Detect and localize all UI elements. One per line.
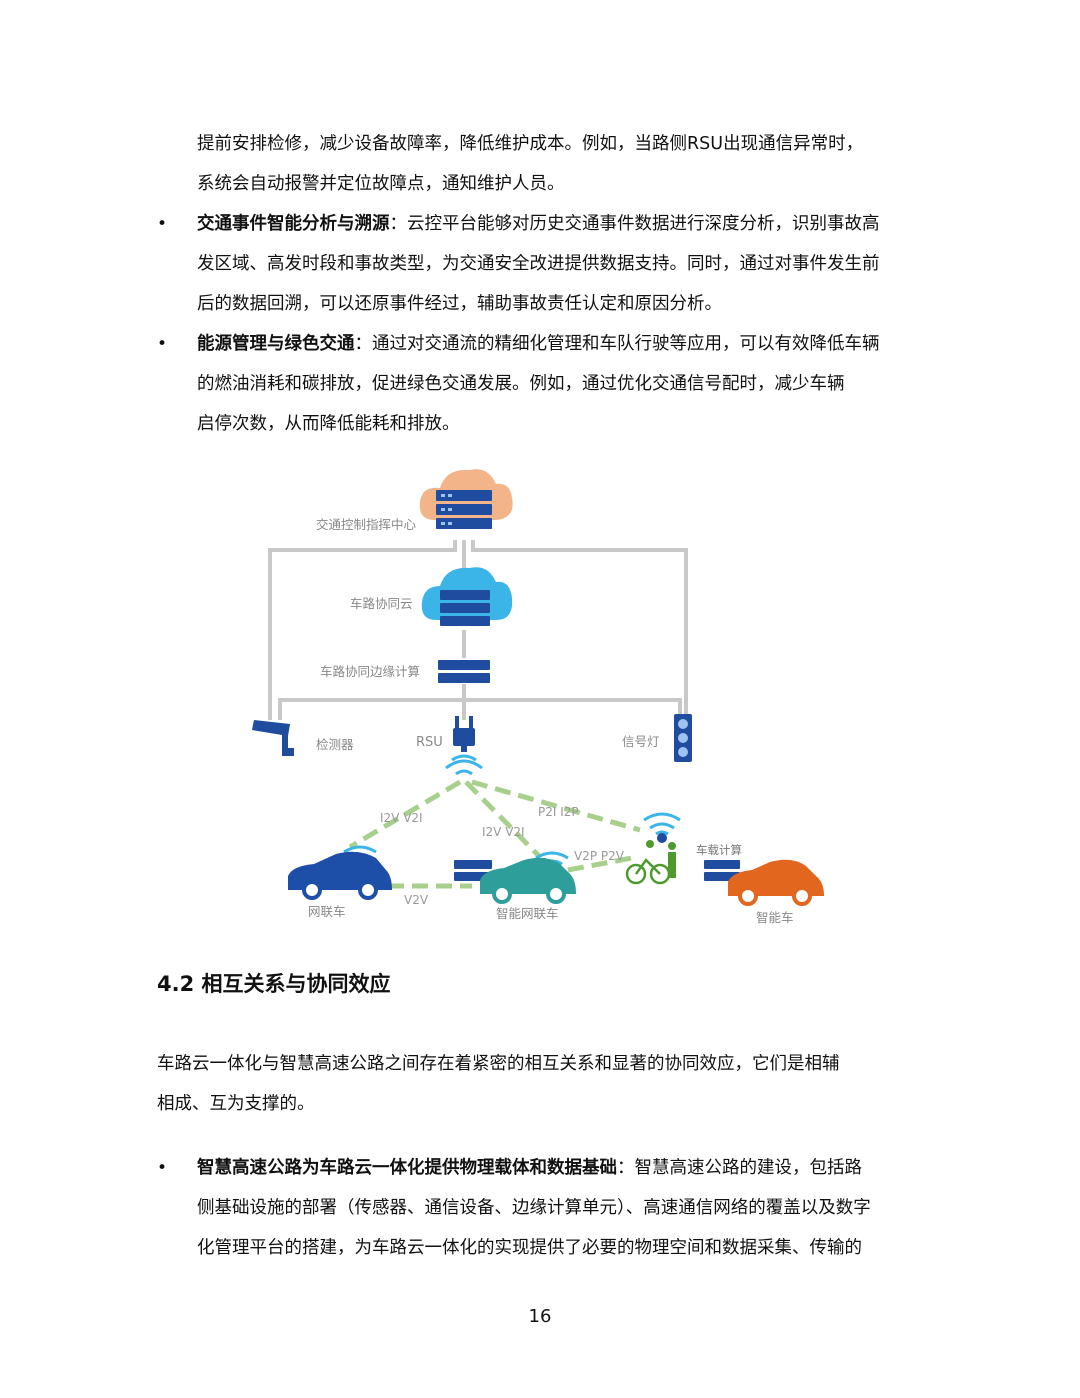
wifi-icon <box>643 812 681 836</box>
wire-bus <box>278 698 682 720</box>
label-signal: 信号灯 <box>622 734 660 749</box>
camera-icon <box>252 720 294 756</box>
bullet-1-text: 云控平台能够对历史交通事件数据进行深度分析，识别事故高 <box>407 214 880 234</box>
label-onboard: 车载计算 <box>696 843 742 857</box>
server-stack-icon <box>438 660 490 683</box>
v2x-links <box>348 779 641 889</box>
bullet-1-line-1: 交通事件智能分析与溯源：云控平台能够对历史交通事件数据进行深度分析，识别事故高 <box>197 204 925 244</box>
bullet-1-title: 交通事件智能分析与溯源 <box>197 214 390 234</box>
label-car-right: 智能车 <box>756 910 794 925</box>
bullet-1-colon: ： <box>389 214 408 234</box>
label-v2v: V2V <box>404 893 429 907</box>
server-stack-icon <box>440 590 490 626</box>
label-car-left: 网联车 <box>308 904 346 919</box>
bullet-1-line-3: 后的数据回溯，可以还原事件经过，辅助事故责任认定和原因分析。 <box>197 294 722 314</box>
smart-car-right: 智能车 <box>704 859 824 925</box>
connected-car-left: 网联车 <box>288 845 392 919</box>
bullet-2-colon: ： <box>354 334 373 354</box>
intelligent-connected-car: 智能网联车 <box>454 851 576 921</box>
bullet-3-line-3: 化管理平台的搭建，为车路云一体化的实现提供了必要的物理空间和数据采集、传输的 <box>197 1238 862 1258</box>
bullet-marker: • <box>157 1158 168 1178</box>
wifi-icon <box>445 754 483 776</box>
bullet-2-line-1: 能源管理与绿色交通：通过对交通流的精细化管理和车队行驶等应用，可以有效降低车辆 <box>197 324 925 364</box>
section-para-line-1: 车路云一体化与智慧高速公路之间存在着紧密的相互关系和显著的协同效应，它们是相辅 <box>157 1054 840 1074</box>
bullet-2-line-3: 启停次数，从而降低能耗和排放。 <box>197 414 460 434</box>
bullet-2-title: 能源管理与绿色交通 <box>197 334 355 354</box>
bullet-3-title: 智慧高速公路为车路云一体化提供物理载体和数据基础 <box>197 1158 617 1178</box>
bullet-1-line-2: 发区域、高发时段和事故类型，为交通安全改进提供数据支持。同时，通过对事件发生前 <box>197 254 880 274</box>
continuation-line-1: 提前安排检修，减少设备故障率，降低维护成本。例如，当路侧RSU出现通信异常时， <box>197 134 864 154</box>
bullet-marker: • <box>157 334 168 354</box>
wire-center-left <box>268 540 457 720</box>
label-p2i: P2I I2P <box>538 805 579 819</box>
bullet-3-text: 智慧高速公路的建设，包括路 <box>634 1158 863 1178</box>
label-car-mid: 智能网联车 <box>496 906 559 921</box>
wire-center-right <box>471 540 688 720</box>
pedestrian-cyclist: 车载计算 <box>625 812 742 885</box>
bullet-marker: • <box>157 214 168 234</box>
label-v2p: V2P P2V <box>574 849 625 863</box>
label-cloud: 车路协同云 <box>350 596 413 611</box>
label-rsu: RSU <box>416 735 443 750</box>
page-number: 16 <box>528 1306 552 1327</box>
edge-computing: 车路协同边缘计算 <box>320 660 490 683</box>
link-rsu-bike <box>471 779 641 833</box>
label-detector: 检测器 <box>316 737 354 752</box>
bullet-2-text: 通过对交通流的精细化管理和车队行驶等应用，可以有效降低车辆 <box>372 334 880 354</box>
link-rsu-carleft <box>348 779 462 850</box>
bullet-3-line-2: 侧基础设施的部署（传感器、通信设备、边缘计算单元）、高速通信网络的覆盖以及数字 <box>197 1198 871 1218</box>
v2x-cloud: 车路协同云 <box>350 567 513 626</box>
label-i2v-left: I2V V2I <box>380 811 423 825</box>
signal-light: 信号灯 <box>622 714 692 762</box>
rsu-antenna-icon <box>453 716 475 752</box>
bullet-3-line-1: 智慧高速公路为车路云一体化提供物理载体和数据基础：智慧高速公路的建设，包括路 <box>197 1148 925 1188</box>
label-i2v-mid: I2V V2I <box>482 825 525 839</box>
server-stack-icon <box>436 490 492 529</box>
label-edge: 车路协同边缘计算 <box>320 664 420 679</box>
wiring <box>268 540 688 720</box>
bullet-3-colon: ： <box>617 1158 635 1178</box>
section-para-line-2: 相成、互为支撑的。 <box>157 1094 315 1114</box>
person-icon <box>668 842 676 878</box>
car-icon <box>288 851 392 890</box>
link-rsu-carmid <box>464 780 542 859</box>
bicycle-icon <box>625 858 671 885</box>
label-center: 交通控制指挥中心 <box>316 517 417 532</box>
detector: 检测器 <box>252 720 354 756</box>
link-carmid-bike <box>567 855 633 873</box>
rsu: RSU <box>416 716 483 776</box>
bullet-2-line-2: 的燃油消耗和碳排放，促进绿色交通发展。例如，通过优化交通信号配时，减少车辆 <box>197 374 845 394</box>
vehicle-road-cloud-diagram: 交通控制指挥中心 车路协同云 车路协同边缘计算 检测器 <box>252 469 824 925</box>
section-heading: 4.2 相互关系与协同效应 <box>157 972 391 996</box>
continuation-line-2: 系统会自动报警并定位故障点，通知维护人员。 <box>197 174 565 194</box>
command-center-cloud: 交通控制指挥中心 <box>316 469 513 532</box>
